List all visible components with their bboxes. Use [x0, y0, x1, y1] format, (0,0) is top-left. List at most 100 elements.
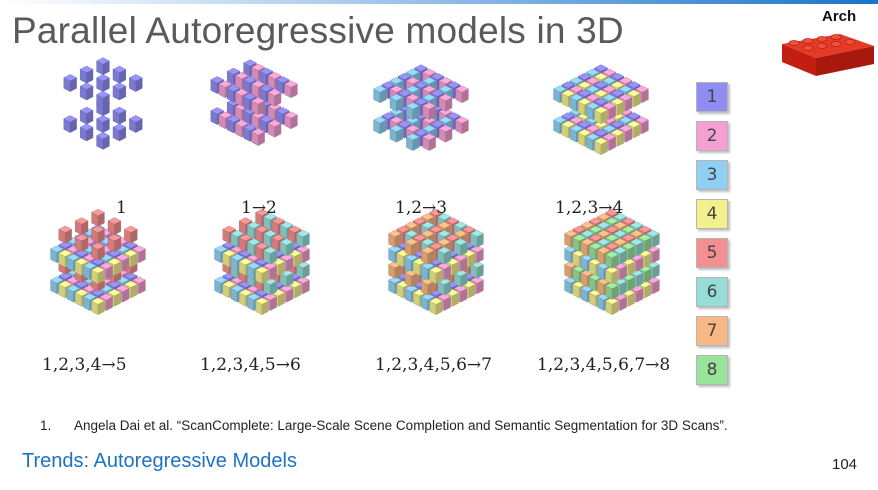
legend-swatch-2: 2 [696, 121, 728, 151]
voxel-top-face [414, 98, 428, 106]
voxel-top-face [438, 85, 453, 93]
voxel-top-face [74, 289, 89, 297]
voxel-top-face [255, 266, 269, 274]
voxel-top-face [602, 77, 617, 85]
voxel-top-face [438, 116, 453, 124]
voxel-top-face [594, 89, 608, 97]
voxel-top-face [246, 221, 261, 229]
voxel-top-face [91, 289, 105, 297]
voxel-top-face [279, 221, 294, 229]
voxel-top-face [255, 297, 269, 305]
voxel-top-face [621, 225, 636, 233]
voxel-top-face [112, 106, 127, 114]
voxel-top-face [422, 85, 437, 93]
voxel-top-face [470, 245, 484, 253]
voxel-top-face [613, 238, 628, 246]
voxel-top-face [373, 116, 387, 124]
voxel-top-face [267, 103, 282, 111]
voxel-top-face [446, 112, 461, 120]
voxel-top-face [580, 221, 595, 229]
voxel-top-face [210, 107, 225, 115]
voxel-top-face [585, 68, 600, 76]
voxel-top-face [618, 93, 633, 101]
voxel-top-face [373, 85, 387, 93]
voxel-top-face [107, 217, 122, 225]
voxel-top-face [79, 82, 94, 90]
voxel-top-face [214, 276, 228, 284]
voxel-top-face [259, 115, 274, 123]
voxel-top-face [123, 272, 138, 280]
voxel-top-face [74, 234, 89, 242]
voxel-top-face [50, 245, 64, 253]
voxel-top-face [602, 102, 617, 110]
voxel-top-face [605, 225, 619, 233]
voxel-top-face [123, 249, 138, 257]
voxel-top-face [404, 238, 419, 246]
voxel-top-face [246, 262, 261, 270]
voxel-top-face [222, 225, 237, 233]
voxel-top-face [132, 276, 146, 284]
voxel-top-face [422, 77, 437, 85]
voxel-top-face [605, 208, 619, 217]
voxel-top-face [405, 102, 420, 110]
voxel-top-face [263, 293, 278, 301]
voxel-top-face [613, 229, 628, 238]
voxel-top-face [414, 64, 428, 72]
voxel-top-face [112, 123, 127, 131]
voxel-top-face [635, 85, 649, 93]
voxel-top-face [396, 225, 411, 233]
voxel-top-face [271, 217, 286, 225]
voxel-top-face [405, 133, 420, 141]
voxel-top-face [214, 245, 228, 253]
voxel-top-face [420, 238, 435, 246]
legend-swatch-1: 1 [696, 82, 728, 112]
voxel-top-face [287, 225, 302, 233]
voxel-panel [564, 208, 660, 316]
voxel-top-face [602, 93, 617, 101]
voxel-top-face [420, 293, 435, 301]
voxel-top-face [430, 120, 445, 128]
panel-caption: 1→2 [241, 198, 277, 218]
voxel-top-face [626, 112, 641, 120]
voxel-panel [63, 57, 143, 150]
voxel-top-face [430, 89, 445, 97]
voxel-top-face [626, 81, 641, 89]
voxel-top-face [107, 258, 122, 266]
voxel-top-face [429, 225, 443, 233]
voxel-top-face [569, 116, 584, 124]
voxel-top-face [123, 225, 138, 233]
voxel-top-face [405, 124, 420, 132]
voxel-top-face [437, 213, 452, 221]
voxel-top-face [585, 93, 600, 101]
voxel-top-face [230, 253, 245, 261]
voxel-top-face [596, 213, 611, 221]
voxel-top-face [621, 242, 636, 250]
voxel-top-face [596, 229, 611, 238]
voxel-top-face [429, 297, 443, 305]
voxel-top-face [422, 102, 437, 110]
voxel-top-face [405, 85, 420, 93]
voxel-top-face [596, 221, 611, 229]
voxel-top-face [255, 208, 269, 217]
voxel-top-face [218, 111, 233, 119]
voxel-top-face [420, 229, 435, 238]
voxel-top-face [569, 124, 584, 132]
slide-title: Parallel Autoregressive models in 3D [12, 10, 624, 51]
voxel-top-face [420, 262, 435, 270]
voxel-top-face [238, 217, 253, 225]
voxel-top-face [588, 217, 603, 225]
voxel-top-face [470, 276, 484, 284]
voxel-top-face [561, 112, 576, 120]
legend-swatch-8: 8 [696, 355, 728, 385]
voxel-top-face [74, 217, 89, 225]
voxel-top-face [275, 107, 290, 115]
voxel-panel [553, 64, 649, 156]
voxel-top-face [107, 249, 122, 257]
panel-caption: 1 [116, 198, 127, 218]
voxel-top-face [246, 293, 261, 301]
voxel-top-face [605, 234, 619, 242]
voxel-top-face [91, 208, 105, 217]
panel-caption: 1,2,3,4→5 [42, 355, 127, 375]
voxel-top-face [128, 74, 143, 82]
voxel-top-face [218, 80, 233, 88]
